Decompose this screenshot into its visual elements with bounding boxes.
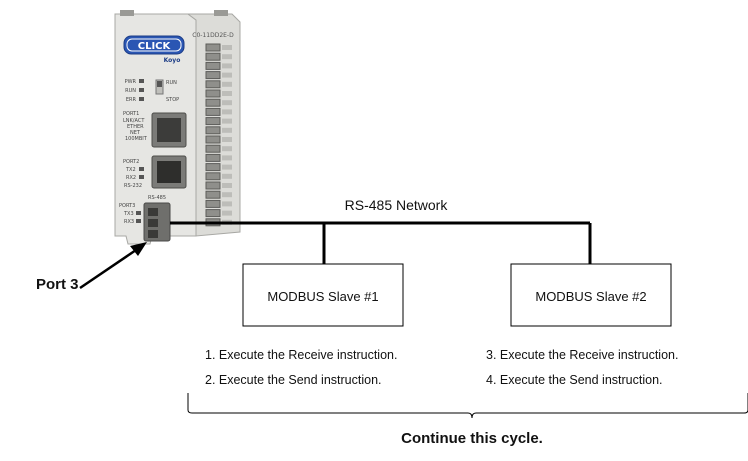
port2-led-rx: RX2	[126, 175, 136, 181]
slave-1-step: 2. Execute the Send instruction.	[205, 373, 382, 387]
terminal-clamp	[222, 201, 232, 207]
led-label-run: RUN	[125, 88, 136, 94]
terminal-screw	[205, 172, 221, 181]
slave-1-label: MODBUS Slave #1	[267, 289, 378, 304]
terminal-clamp	[222, 109, 232, 115]
terminal-screw	[205, 71, 221, 80]
footer-label: Continue this cycle.	[401, 430, 543, 447]
terminal-screw	[205, 117, 221, 126]
port1-label: PORT1	[123, 111, 139, 117]
terminal-screw	[205, 126, 221, 135]
model-text: C0-11DD2E-D	[192, 32, 234, 39]
terminal-clamp	[222, 183, 232, 188]
slave-2-step: 4. Execute the Send instruction.	[486, 373, 663, 387]
terminal-clamp	[222, 192, 232, 198]
click-logo: CLICK Koyo	[123, 35, 185, 64]
run-label: RUN	[166, 80, 177, 86]
terminal-clamp	[222, 164, 232, 170]
terminal-clamp	[222, 45, 232, 50]
status-leds: PWR RUN ERR	[125, 79, 144, 103]
port2-led-tx: TX2	[125, 167, 136, 173]
terminal-clamp	[222, 72, 232, 78]
terminal-clamp	[222, 173, 232, 179]
led-label-err: ERR	[126, 97, 137, 103]
slave-1-step: 1. Execute the Receive instruction.	[205, 348, 397, 362]
terminal-screw	[205, 209, 221, 218]
terminal-clamp	[222, 54, 232, 60]
terminal-screw	[205, 80, 221, 89]
terminal-clamp	[222, 91, 232, 96]
stop-label: STOP	[166, 97, 179, 103]
din-clip-left	[120, 10, 134, 16]
run-stop-switch: RUN STOP	[155, 79, 179, 103]
terminal-clamp	[222, 81, 232, 87]
terminal-clamp	[222, 118, 232, 124]
slave-2-label: MODBUS Slave #2	[535, 289, 646, 304]
port3-connector	[143, 202, 171, 242]
ether-line: 100MBIT	[125, 136, 148, 142]
ether-line: LNK/ACT	[123, 118, 145, 124]
slave-2-box	[510, 263, 672, 327]
ether-line: NET	[130, 130, 141, 136]
terminal-clamp	[222, 63, 232, 69]
terminal-screw	[205, 89, 221, 98]
callout-arrow-line	[79, 248, 137, 290]
ethernet-jack	[157, 118, 181, 142]
brand-text: CLICK	[138, 41, 172, 52]
network-label: RS-485 Network	[345, 197, 449, 213]
port3-type: RS-485	[148, 195, 166, 201]
terminal-screw	[205, 163, 221, 172]
din-clip	[214, 10, 228, 16]
port2-label: PORT2	[123, 159, 139, 165]
terminal-clamp	[222, 146, 232, 152]
slave-1-box	[242, 263, 404, 327]
terminal-screw	[205, 135, 221, 144]
terminal-screw	[205, 144, 221, 153]
sub-brand-text: Koyo	[164, 57, 181, 64]
ether-label: LNK/ACT ETHER NET 100MBIT	[123, 118, 148, 142]
port2-type: RS-232	[124, 183, 142, 189]
terminal-screw	[205, 107, 221, 116]
port3-led-tx: TX3	[123, 211, 134, 217]
terminal-screw	[205, 199, 221, 208]
led-label-pwr: PWR	[125, 79, 137, 85]
terminal-screw	[205, 61, 221, 70]
terminal-clamp	[222, 137, 232, 142]
cycle-brace	[187, 393, 748, 419]
port3-callout-label: Port 3	[36, 276, 79, 293]
terminal-clamp	[222, 210, 232, 216]
terminal-clamp	[222, 100, 232, 106]
terminal-clamp	[222, 127, 232, 133]
terminal-screw	[205, 153, 221, 162]
ether-line: ETHER	[127, 124, 144, 130]
port3-led-rx: RX3	[124, 219, 134, 225]
terminal-screw	[205, 190, 221, 199]
terminal-clamp	[222, 155, 232, 161]
terminal-screw	[205, 98, 221, 107]
port3-label: PORT3	[119, 203, 135, 209]
terminal-screw	[205, 52, 221, 61]
slave-2-step: 3. Execute the Receive instruction.	[486, 348, 678, 362]
terminal-screw	[205, 43, 221, 52]
rs232-jack	[157, 161, 181, 183]
terminal-screw	[205, 181, 221, 190]
callout-arrowhead	[130, 242, 147, 256]
plc-device: CLICK Koyo C0-11DD2E-D PWR RUN ERR RUN S…	[114, 10, 241, 245]
